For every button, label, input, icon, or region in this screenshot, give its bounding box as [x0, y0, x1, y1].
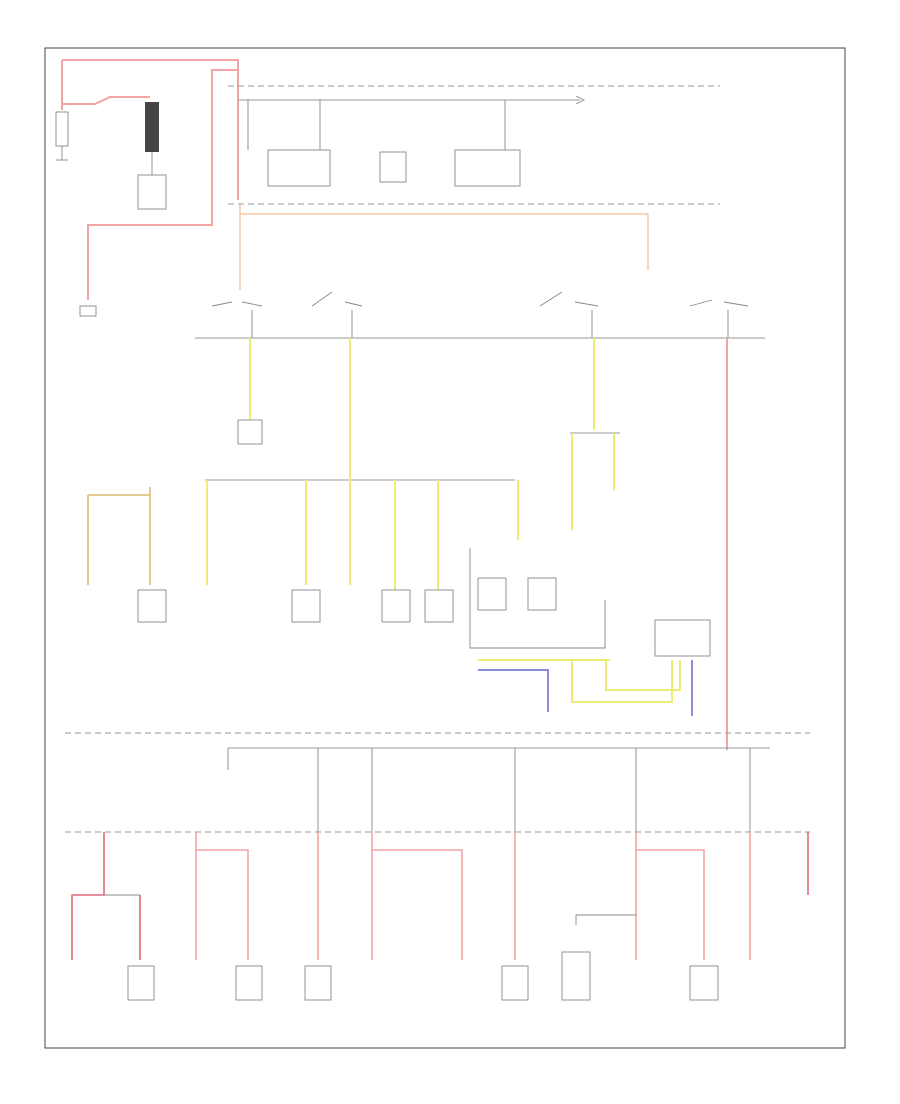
load-box-5 [477, 577, 507, 611]
red-branch-1 [71, 832, 105, 960]
red-branch-6 [371, 832, 463, 960]
ign-switch-3-icon [539, 291, 599, 307]
starter-motor-icon [145, 102, 159, 152]
relay-box-3 [454, 149, 521, 187]
generator-box [137, 174, 167, 210]
control-module-box [654, 619, 711, 657]
ign-switch-2-icon [311, 291, 363, 307]
load-box-6 [527, 577, 557, 611]
tan-feed-top [88, 487, 151, 496]
red-branch-3 [195, 832, 249, 960]
bottom-load-4 [501, 965, 529, 1001]
fusible-link-box [79, 305, 97, 317]
ign-switch-4-icon [689, 299, 749, 307]
top-fuse-block [228, 85, 720, 290]
relay-box-1 [267, 149, 331, 187]
lower-circuits [65, 732, 810, 1001]
ignition-feed-orange [240, 213, 649, 270]
middle-circuits [87, 338, 728, 750]
bottom-load-2 [235, 965, 263, 1001]
bottom-connector-link [575, 914, 636, 925]
starter-cable [62, 96, 150, 105]
ignition-switch-row [195, 291, 765, 339]
connector-block-outline [469, 548, 606, 649]
red-branch-9 [635, 832, 705, 960]
yellow-loop-wire [571, 660, 673, 703]
battery-starter-section [55, 59, 239, 317]
load-box-2 [291, 589, 321, 623]
fuse-relay-box [237, 419, 263, 445]
generator-output-wire [87, 69, 238, 300]
ign-switch-1-icon [211, 301, 263, 307]
battery-feed-wire [62, 59, 239, 200]
blue-wire-1 [478, 669, 549, 712]
battery-symbol [55, 111, 69, 147]
bus-arrow-icon [575, 95, 586, 105]
diagram-frame [44, 47, 846, 1049]
bottom-load-5 [561, 951, 591, 1001]
bottom-load-6 [689, 965, 719, 1001]
yellow-inner-wire [605, 660, 681, 691]
load-box-3 [381, 589, 411, 623]
load-box-1 [137, 589, 167, 623]
bottom-load-3 [304, 965, 332, 1001]
bottom-load-1 [127, 965, 155, 1001]
relay-box-2 [379, 151, 407, 183]
load-box-4 [424, 589, 454, 623]
